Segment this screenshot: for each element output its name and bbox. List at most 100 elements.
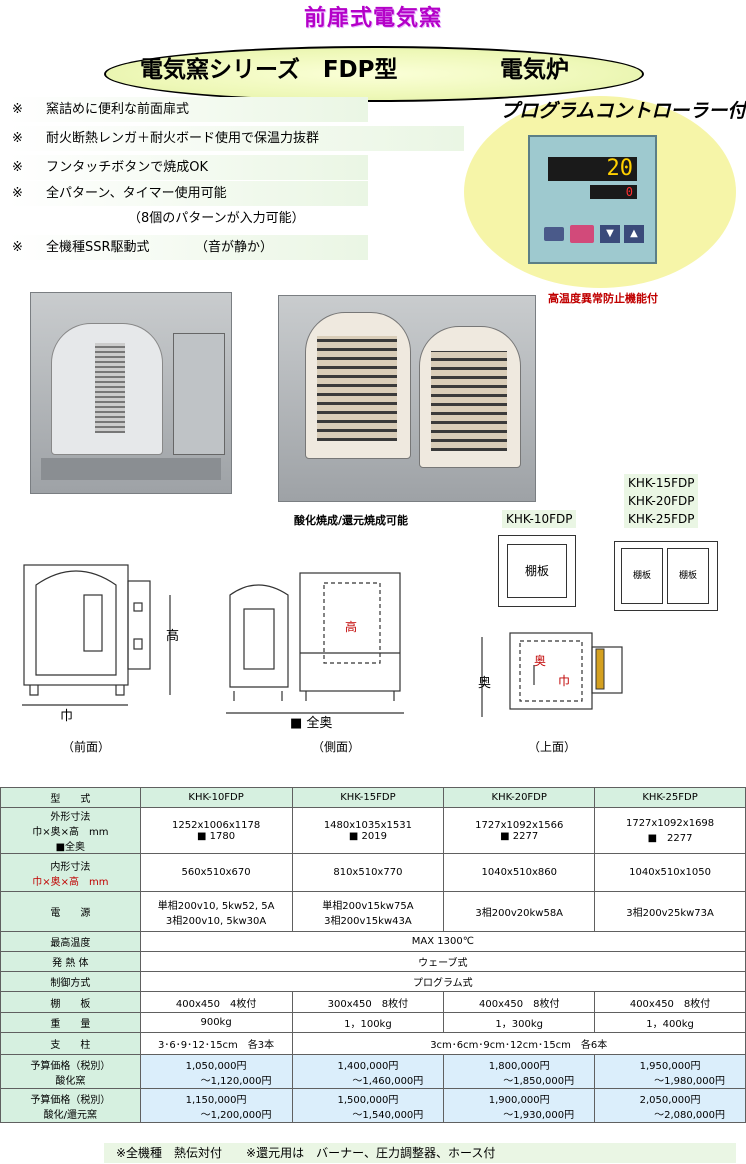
- cell-line: 1,400,000円: [337, 1060, 399, 1072]
- table-cell: 3相200v20kw58A: [443, 891, 596, 932]
- cell-line: ■ 2277: [647, 832, 693, 844]
- table-cell: 単相200v10, 5kw52, 5A 3相200v10, 5kw30A: [139, 891, 293, 932]
- cell-line: ■ 2277: [500, 830, 539, 842]
- table-row: 棚 板 400x450 4枚付 300x450 8枚付 400x450 8枚付 …: [0, 991, 746, 1013]
- table-cell: 1040x510x860: [443, 853, 596, 892]
- row-label: 内形寸法 巾×奥×高 mm: [0, 853, 141, 892]
- cell-line: 3相200v15kw43A: [324, 915, 412, 927]
- side-view-diagram: [226, 572, 404, 714]
- table-row: 発 熱 体 ウェーブ式: [0, 951, 746, 972]
- side-height-label: 高: [345, 620, 358, 634]
- table-header-cell: KHK-25FDP: [594, 787, 746, 808]
- table-header-cell: KHK-15FDP: [291, 787, 445, 808]
- row-label-line: 予算価格（税別）: [30, 1094, 111, 1106]
- table-cell: 3･6･9･12･15cm 各3本: [139, 1032, 293, 1055]
- shelf-board: 棚板: [621, 548, 663, 604]
- cell-line: 1,900,000円: [488, 1094, 550, 1106]
- cell-line: ～1,850,000円: [503, 1075, 575, 1087]
- table-cell: 1480x1035x1531■ 2019: [291, 807, 445, 854]
- cell-line: ～1,540,000円: [352, 1109, 424, 1121]
- table-cell: 300x450 8枚付: [291, 991, 445, 1013]
- cell-line: 3相200v10, 5kw30A: [165, 915, 267, 927]
- table-row: 予算価格（税別） 酸化窯 1,050,000円～1,120,000円 1,400…: [0, 1054, 746, 1089]
- bottom-note: ※全機種 熱伝対付 ※還元用は バーナー、圧力調整器、ホース付: [104, 1143, 736, 1163]
- table-row: 支 柱 3･6･9･12･15cm 各3本 3cm･6cm･9cm･12cm･1…: [0, 1032, 746, 1055]
- feature-item: ※ 全パターン、タイマー使用可能: [8, 181, 368, 206]
- table-cell: 560x510x670: [139, 853, 293, 892]
- top-view-diagram: [481, 632, 623, 717]
- controller-photo: 20 0 ▼ ▲: [528, 135, 657, 264]
- feature-item: ※ 窯詰めに便利な前面扉式: [8, 97, 368, 122]
- row-label: 重 量: [0, 1012, 141, 1033]
- table-row: 最高温度 MAX 1300℃: [0, 931, 746, 952]
- cell-line: 単相200v10, 5kw52, 5A: [157, 900, 275, 912]
- cell-line: 1,150,000円: [185, 1094, 247, 1106]
- top-depth-label: 奥: [534, 654, 547, 668]
- series-banner: [104, 46, 644, 102]
- kiln-photo-closed: [30, 292, 232, 494]
- cell-line: 1252x1006x1178: [172, 819, 261, 831]
- cell-line: ～1,980,000円: [654, 1075, 725, 1087]
- price-cell: 1,800,000円 ～1,850,000円: [443, 1054, 596, 1089]
- row-label: 支 柱: [0, 1032, 141, 1055]
- controller-display-bottom: 0: [590, 185, 637, 199]
- side-view-caption: （側面）: [312, 740, 361, 754]
- cell-line: 1,950,000円: [639, 1060, 701, 1072]
- table-cell: プログラム式: [139, 971, 746, 992]
- cell-line: 単相200v15kw75A: [322, 900, 414, 912]
- total-depth-label: ■ 全奥: [290, 716, 333, 731]
- feature-text: （8個のパターンが入力可能）: [128, 211, 305, 226]
- front-view-diagram: [22, 564, 171, 706]
- row-label: 電 源: [0, 891, 141, 932]
- feature-text: 全パターン、タイマー使用可能: [46, 186, 227, 201]
- row-label: 最高温度: [0, 931, 141, 952]
- controller-note: 高温度異常防止機能付: [548, 292, 658, 305]
- row-label-line: 予算価格（税別）: [30, 1060, 111, 1072]
- row-label-line: 内形寸法: [50, 861, 91, 873]
- cell-line: ■ 1780: [197, 830, 236, 842]
- table-cell: ウェーブ式: [139, 951, 746, 972]
- cell-line: ～2,080,000円: [654, 1109, 725, 1121]
- feature-item: ※ 耐火断熱レンガ＋耐火ボード使用で保温力抜群: [8, 126, 464, 151]
- table-row: 予算価格（税別） 酸化/還元窯 1,150,000円～1,200,000円 1,…: [0, 1088, 746, 1123]
- row-label-line: 酸化/還元窯: [43, 1109, 98, 1121]
- bullet-mark: ※: [12, 131, 23, 146]
- series-banner-right-text: 電気炉: [500, 57, 569, 83]
- row-label: 棚 板: [0, 991, 141, 1013]
- table-cell: MAX 1300℃: [139, 931, 746, 952]
- table-row: 重 量 900kg 1，100kg 1，300kg 1，400kg: [0, 1012, 746, 1033]
- cell-line: 1727x1092x1698: [625, 817, 715, 829]
- feature-text: 耐火断熱レンガ＋耐火ボード使用で保温力抜群: [46, 131, 320, 146]
- row-label: 予算価格（税別） 酸化/還元窯: [0, 1088, 141, 1123]
- cell-line: 1,050,000円: [185, 1060, 247, 1072]
- table-cell: 1727x1092x1566■ 2277: [443, 807, 596, 854]
- top-width-label: 巾: [558, 674, 571, 688]
- row-label: 発 熱 体: [0, 951, 141, 972]
- cell-line: 1727x1092x1566: [475, 819, 564, 831]
- bullet-mark: ※: [12, 240, 23, 255]
- price-cell: 1,900,000円 ～1,930,000円: [443, 1088, 596, 1123]
- top-view-caption: （上面）: [528, 740, 577, 754]
- bullet-mark: ※: [12, 102, 23, 117]
- bullet-mark: ※: [12, 160, 23, 175]
- row-label: 予算価格（税別） 酸化窯: [0, 1054, 141, 1089]
- table-row: 内形寸法 巾×奥×高 mm 560x510x670 810x510x770 10…: [0, 853, 746, 892]
- depth-label: 奥: [478, 676, 492, 691]
- shelf-layout-single: 棚板: [498, 535, 576, 607]
- feature-item: （8個のパターンが入力可能）: [8, 206, 328, 231]
- model-label: KHK-25FDP: [628, 512, 695, 526]
- cell-line: ～1,930,000円: [503, 1109, 575, 1121]
- bullet-mark: ※: [12, 186, 23, 201]
- cell-line: 1,800,000円: [488, 1060, 550, 1072]
- table-cell: 3cm･6cm･9cm･12cm･15cm 各6本: [291, 1032, 746, 1055]
- row-label-line: 酸化窯: [55, 1075, 86, 1087]
- cell-line: ■ 2019: [348, 830, 387, 842]
- controller-button: [544, 227, 564, 241]
- row-label-line: 巾×奥×高 mm: [32, 827, 109, 838]
- down-arrow-icon: ▼: [600, 225, 620, 243]
- table-header-cell: KHK-10FDP: [139, 787, 293, 808]
- price-cell: 2,050,000円～2,080,000円: [594, 1088, 746, 1123]
- table-cell: 1，100kg: [291, 1012, 445, 1033]
- table-header-cell: KHK-20FDP: [443, 787, 596, 808]
- table-cell: 1，300kg: [443, 1012, 596, 1033]
